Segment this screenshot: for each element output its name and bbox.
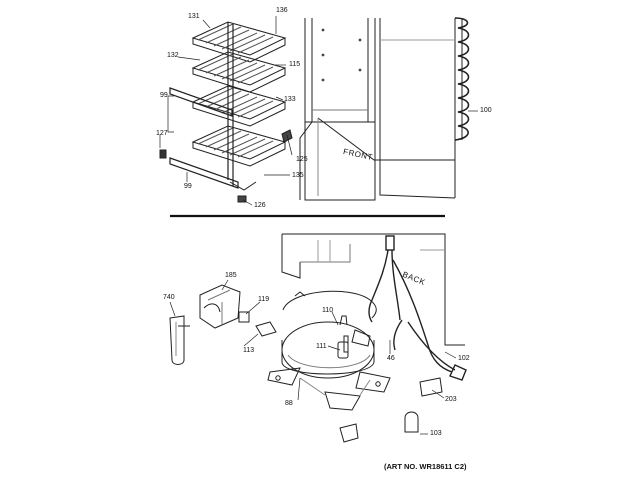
callout-131: 131 — [188, 13, 200, 20]
callout-132: 132 — [167, 52, 179, 59]
upper-leader-lines — [159, 16, 478, 206]
callout-100: 100 — [480, 107, 492, 114]
callout-88: 88 — [285, 400, 293, 407]
art-number: (ART NO. WR18611 C2) — [384, 462, 467, 471]
callout-46: 46 — [387, 355, 395, 362]
machine-compartment — [281, 233, 465, 346]
callout-99-upper: 99 — [160, 92, 168, 99]
callout-119: 119 — [258, 296, 270, 303]
callout-103: 103 — [430, 430, 442, 437]
callout-203: 203 — [445, 396, 457, 403]
callout-185: 185 — [225, 272, 237, 279]
callout-135: 135 — [292, 172, 304, 179]
callout-115: 115 — [289, 61, 301, 68]
condenser-coil — [454, 17, 470, 141]
callout-127: 127 — [156, 130, 168, 137]
wiring-harness — [368, 235, 467, 381]
callout-113: 113 — [243, 347, 255, 354]
lower-leader-lines — [169, 279, 457, 435]
callout-740: 740 — [163, 294, 175, 301]
compressor — [267, 290, 391, 411]
callout-102: 102 — [458, 355, 470, 362]
callout-99-lower: 99 — [184, 183, 192, 190]
callout-111: 111 — [316, 343, 327, 350]
freezer-cabinet — [299, 18, 456, 201]
callout-126: 126 — [254, 202, 266, 209]
callout-133: 133 — [284, 96, 296, 103]
compressor-electrical-parts — [169, 284, 443, 443]
callout-125: 125 — [296, 156, 308, 163]
callout-110: 110 — [322, 307, 334, 314]
callout-136: 136 — [276, 7, 288, 14]
